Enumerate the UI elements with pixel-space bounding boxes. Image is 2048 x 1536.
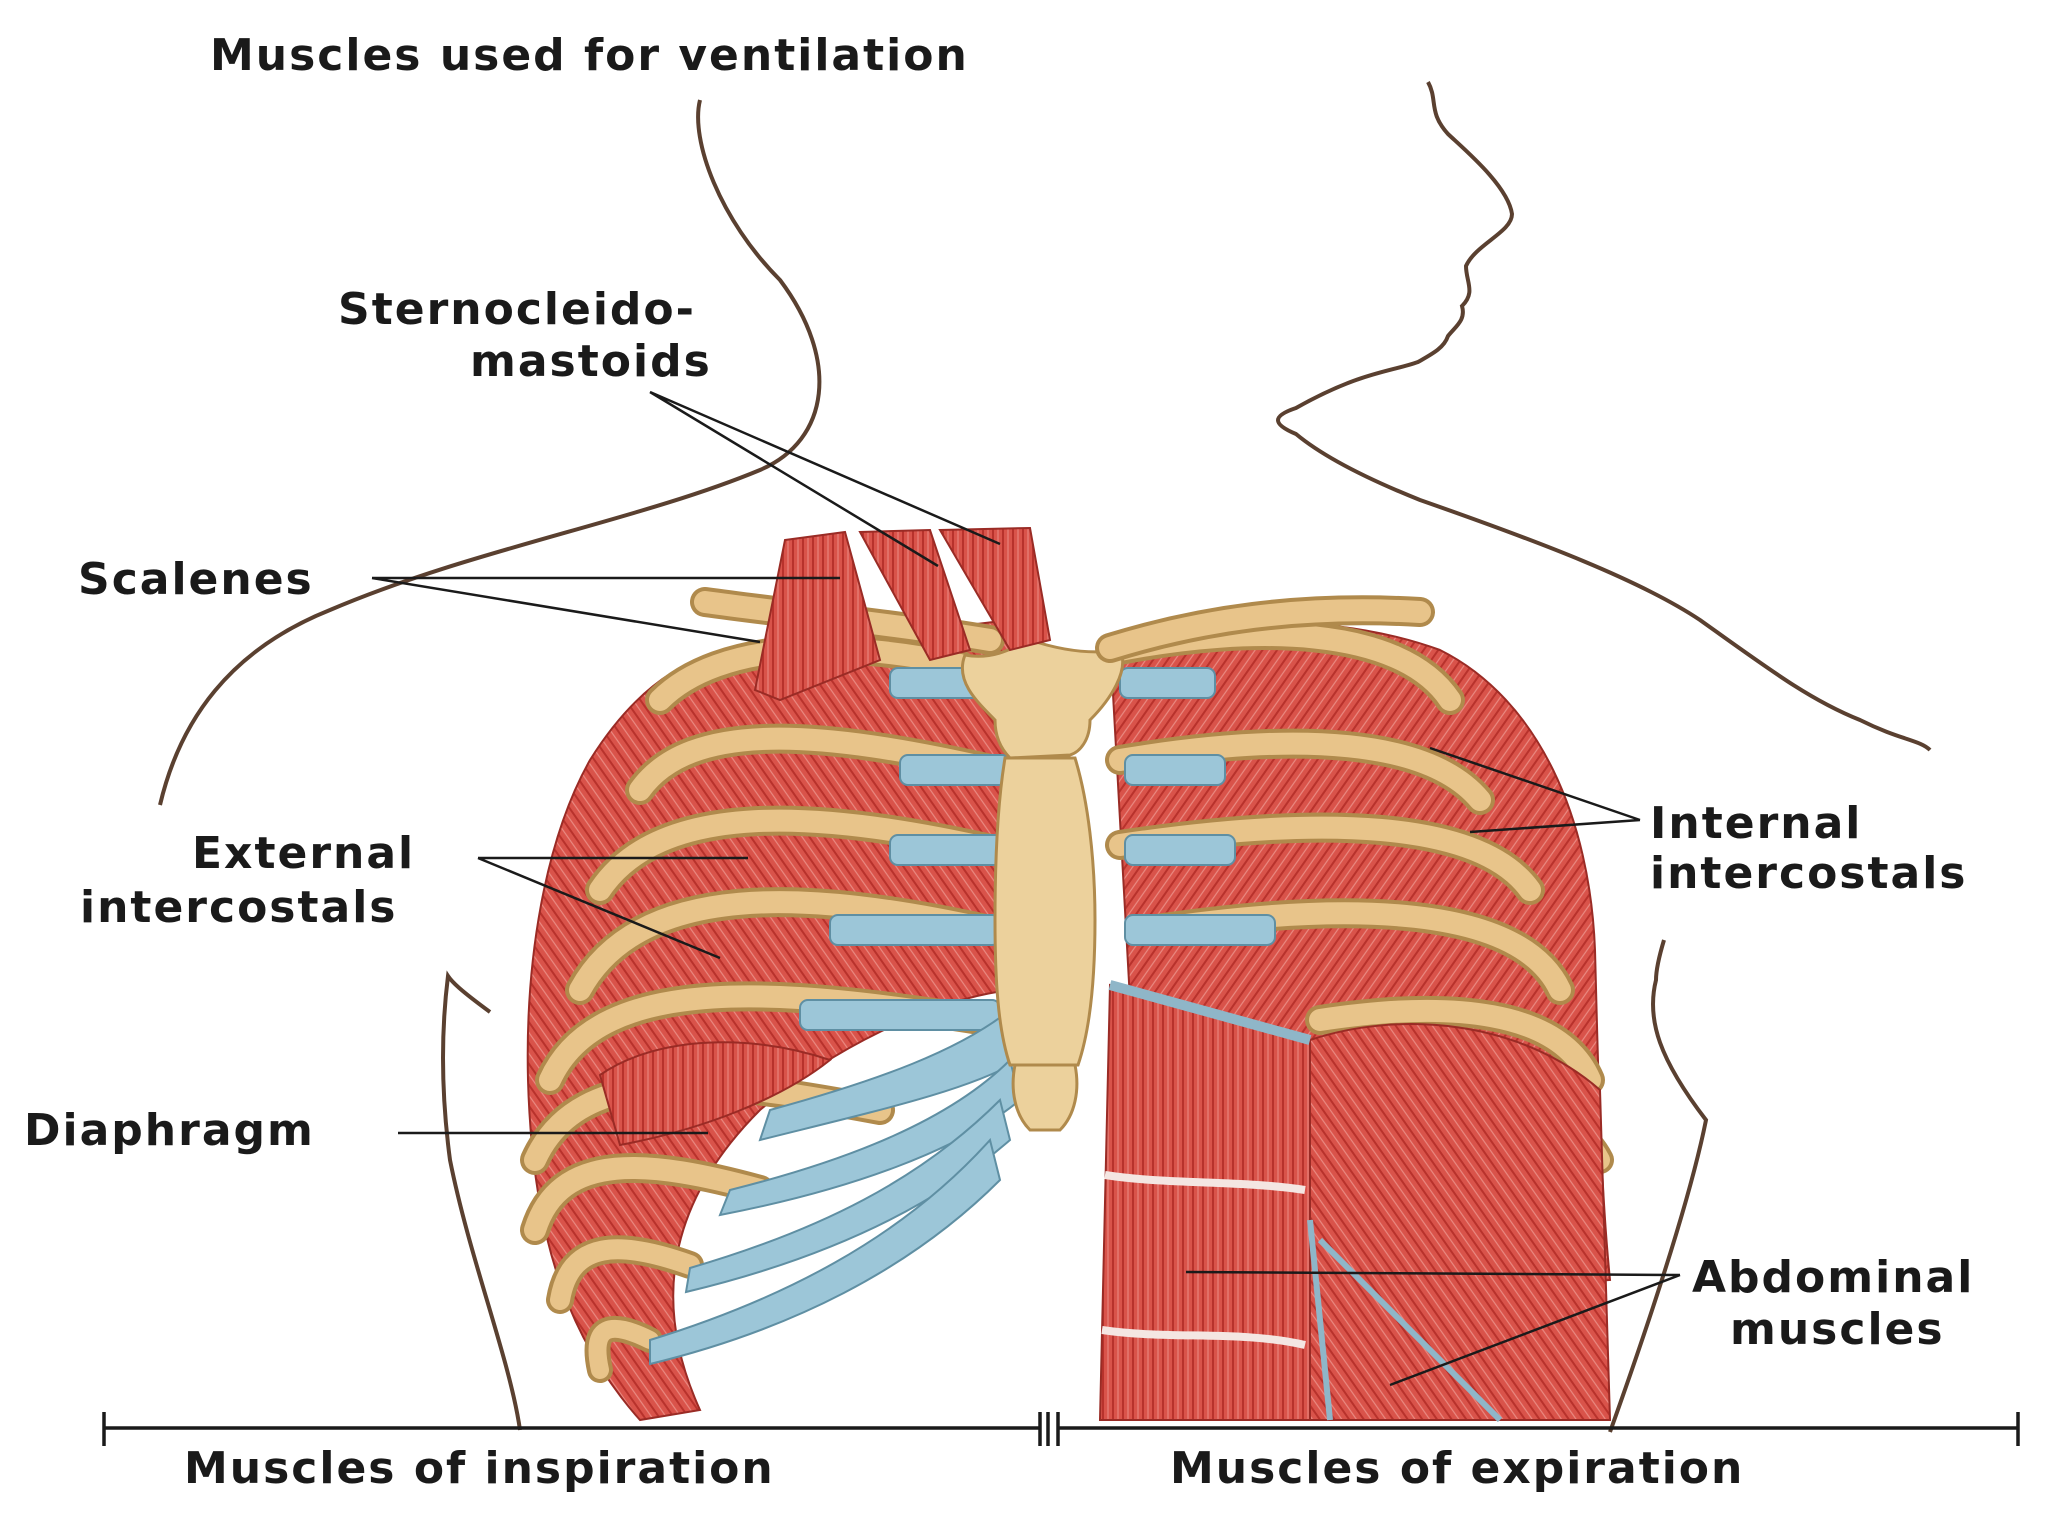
- expiration-bracket: [1056, 1412, 2020, 1446]
- left-waist-outline: [440, 970, 522, 1431]
- label-internal-intercostals-line2: intercostals: [1650, 848, 1968, 899]
- left-ribcage: [520, 618, 1022, 1422]
- label-internal-intercostals-line1: Internal: [1650, 798, 1863, 849]
- leader-scalenes: [371, 576, 840, 644]
- body-outline: [158, 81, 1932, 1433]
- label-sternocleidomastoids-line2: mastoids: [470, 336, 712, 387]
- leader-abdominal-muscles: [1185, 1270, 1681, 1387]
- leader-lines: [371, 390, 1681, 1387]
- left-costal-cartilages: [649, 667, 1022, 1366]
- right-ribcage: [1098, 620, 1614, 1423]
- diagram-title: Muscles used for ventilation: [210, 30, 969, 81]
- label-external-intercostals-line2: intercostals: [80, 882, 398, 933]
- leader-sternocleidomastoids: [649, 390, 1001, 568]
- scalene-muscles: [753, 530, 882, 702]
- inspiration-bracket: [102, 1412, 1050, 1446]
- face-profile-outline: [1276, 81, 1932, 752]
- section-brackets: [102, 1412, 2020, 1446]
- leader-internal-intercostals: [1429, 746, 1641, 834]
- sternocleidomastoid-left: [858, 528, 972, 662]
- left-neck-shoulder-outline: [158, 99, 822, 806]
- sternum: [960, 638, 1125, 1132]
- rectus-sheath-edge: [1108, 980, 1312, 1045]
- section-label-expiration: Muscles of expiration: [1170, 1443, 1745, 1494]
- label-diaphragm: Diaphragm: [24, 1105, 315, 1156]
- xiphoid-process: [1011, 1063, 1079, 1132]
- section-label-inspiration: Muscles of inspiration: [184, 1443, 775, 1494]
- label-external-intercostals-line1: External: [192, 828, 416, 879]
- label-scalenes: Scalenes: [78, 554, 314, 605]
- label-abdominal-muscles-line1: Abdominal: [1692, 1252, 1975, 1303]
- sternocleidomastoid-right: [938, 526, 1052, 652]
- right-waist-outline: [1608, 939, 1709, 1433]
- leader-external-intercostals: [477, 856, 748, 960]
- neck-muscles: [753, 526, 1052, 702]
- linea-semilunaris: [1307, 1219, 1503, 1423]
- rectus-abdominis: [1098, 983, 1311, 1421]
- right-costal-cartilages: [1119, 667, 1276, 946]
- tendinous-intersections: [1101, 1171, 1306, 1349]
- external-oblique: [1309, 1023, 1612, 1421]
- sternum-body: [993, 756, 1097, 1067]
- diaphragm-muscle: [598, 1041, 833, 1147]
- label-sternocleidomastoids-line1: Sternocleido-: [338, 284, 696, 335]
- label-abdominal-muscles-line2: muscles: [1730, 1304, 1945, 1355]
